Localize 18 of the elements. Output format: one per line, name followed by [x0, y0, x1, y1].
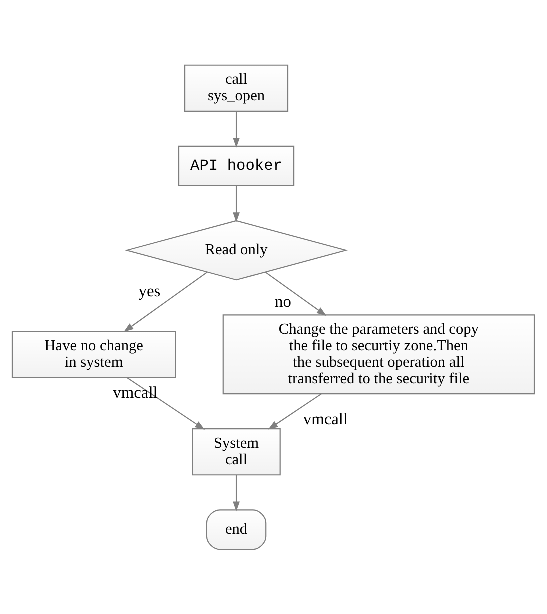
node-box: Change the parameters and copy the file to securtiy zone.Then the subsequent operation all transferred to the security file — [222, 314, 536, 394]
edge-label: vmcall — [303, 409, 348, 428]
node-box: Have no change in system — [12, 330, 176, 378]
edge-label: yes — [138, 280, 161, 300]
node-box: call sys_open — [184, 64, 289, 112]
arrow — [124, 272, 208, 332]
edge-label: no — [275, 291, 292, 310]
arrow — [233, 474, 240, 512]
arrow — [126, 376, 206, 430]
node-diamond: Read only — [124, 220, 348, 280]
node-box: System call — [192, 428, 281, 476]
edge-label: vmcall — [113, 382, 158, 402]
node-box: API hooker — [178, 145, 295, 186]
arrow — [268, 393, 322, 430]
arrow — [233, 185, 240, 222]
arrow — [265, 272, 327, 316]
node-box: end — [206, 509, 267, 550]
arrow — [233, 111, 240, 148]
